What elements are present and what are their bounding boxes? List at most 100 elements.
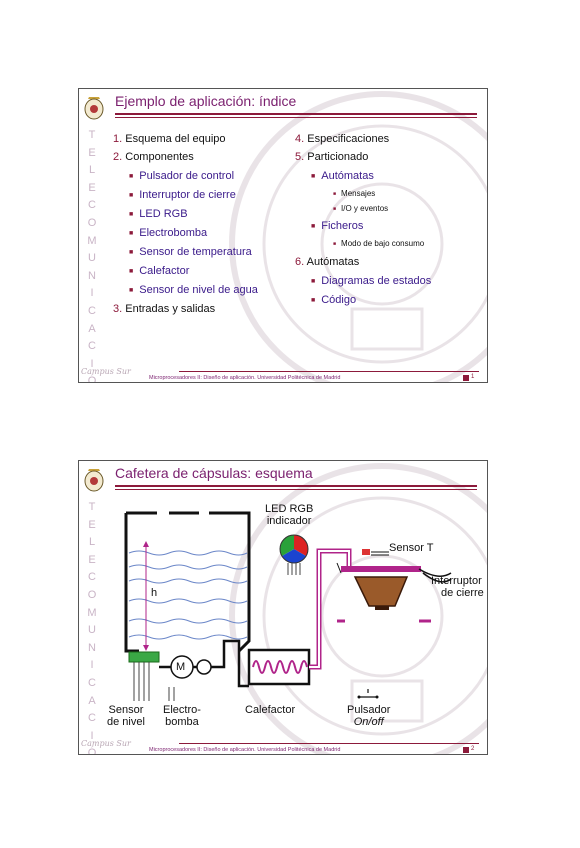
side-letter: Ó <box>87 747 97 755</box>
side-letter: C <box>88 199 96 212</box>
motor-label: M <box>176 661 186 673</box>
index-sublabel: Diagramas de estados <box>321 275 432 287</box>
index-label: Componentes <box>125 151 194 163</box>
index-subitem: ■Electrobomba <box>129 227 208 239</box>
index-sublabel: Calefactor <box>139 265 190 277</box>
index-subitem: ■Calefactor <box>129 265 190 277</box>
index-subitem: ■Interruptor de cierre <box>129 189 236 201</box>
height-label: h <box>151 587 158 599</box>
index-sublabel: Electrobomba <box>139 227 208 239</box>
index-subitem: ■LED RGB <box>129 208 188 220</box>
index-item: 3. Entradas y salidas <box>113 303 215 315</box>
level-sensor <box>128 651 160 701</box>
water-tank <box>124 511 251 653</box>
university-crest-icon <box>84 469 104 492</box>
index-label: Entradas y salidas <box>125 303 216 315</box>
side-letter: I <box>90 357 94 370</box>
side-letter: O <box>87 588 97 601</box>
slide-title: Ejemplo de aplicación: índice <box>115 93 297 109</box>
button-label-line2: On/off <box>353 716 384 728</box>
led-label-line1: LED RGB <box>265 503 314 515</box>
footer-text: Microprocesadores II: Diseño de aplicaci… <box>149 375 341 381</box>
campus-label: Campus Sur <box>81 739 131 748</box>
index-sublabel: Pulsador de control <box>139 170 235 182</box>
title-rule-thin <box>115 117 477 118</box>
rgb-led-icon <box>279 534 309 575</box>
page-marker <box>463 375 469 381</box>
side-letter: I <box>90 659 94 672</box>
campus-label: Campus Sur <box>81 367 131 376</box>
index-sublabel: LED RGB <box>139 208 188 220</box>
side-letter: C <box>88 571 96 584</box>
pump-label-line2: bomba <box>165 716 199 728</box>
side-letter: M <box>87 606 97 619</box>
page-marker <box>463 747 469 753</box>
index-number: 4. <box>295 133 305 145</box>
side-letter: T <box>88 501 96 513</box>
level-sensor-label-line1: Sensor <box>108 704 144 716</box>
index-subitem: ■Sensor de nivel de agua <box>129 284 258 296</box>
side-letter: Ó <box>87 375 97 383</box>
index-item: 1. Esquema del equipo <box>113 133 226 145</box>
index-label: Autómatas <box>306 256 360 268</box>
slide-esquema: Cafetera de cápsulas: esquema T E L E C … <box>78 460 488 755</box>
heater <box>247 648 311 686</box>
index-subsubitem: ■Mensajes <box>333 189 376 198</box>
side-letter: E <box>88 181 96 194</box>
page-number: 1 <box>471 374 475 380</box>
title-rule <box>115 485 477 487</box>
side-letter: A <box>88 322 96 335</box>
university-crest-icon <box>84 97 104 120</box>
index-label: Particionado <box>307 151 369 163</box>
side-letter: E <box>88 553 96 566</box>
side-letter: C <box>88 712 96 725</box>
index-subsublabel: Modo de bajo consumo <box>341 239 425 248</box>
button-label-line1: Pulsador <box>347 704 391 716</box>
index-sublabel: Interruptor de cierre <box>139 189 236 201</box>
index-subitem: ■Código <box>311 294 357 306</box>
heater-label: Calefactor <box>245 704 296 716</box>
coffee-machine-diagram <box>124 511 452 701</box>
index-subitem: ■Autómatas <box>311 170 374 182</box>
side-letter: L <box>88 164 96 177</box>
index-subitem: ■Sensor de temperatura <box>129 246 252 258</box>
index-subsubitem: ■I/O y eventos <box>333 204 389 213</box>
index-number: 3. <box>113 303 123 315</box>
index-sublabel: Ficheros <box>321 220 364 232</box>
index-label: Especificaciones <box>307 133 390 145</box>
pump-label: Electro- bomba <box>163 704 201 728</box>
index-item: 2. Componentes <box>113 151 194 163</box>
index-sublabel: Código <box>321 294 357 306</box>
side-letter: M <box>87 234 97 247</box>
index-number: 2. <box>113 151 123 163</box>
side-letter: I <box>90 287 94 300</box>
title-rule-thin <box>115 489 477 490</box>
index-subitem: ■Pulsador de control <box>129 170 235 182</box>
index-number: 1. <box>113 133 123 145</box>
index-sublabel: Sensor de nivel de agua <box>139 284 258 296</box>
lid-switch-label-line2: de cierre <box>441 587 484 599</box>
index-subitem: ■Ficheros <box>311 220 364 232</box>
page-number: 2 <box>471 746 475 752</box>
lid-switch-label: Interruptor de cierre <box>431 575 484 599</box>
side-letters: T E L E C O M U N I C A C I Ó N <box>85 127 99 383</box>
slide-title: Cafetera de cápsulas: esquema <box>115 465 313 481</box>
index-subitem: ■Diagramas de estados <box>311 275 432 287</box>
side-letter: E <box>88 518 96 531</box>
index-label: Esquema del equipo <box>125 133 226 145</box>
side-letter: U <box>88 624 96 637</box>
index-item: 6. Autómatas <box>295 256 359 268</box>
index-item: 4. Especificaciones <box>295 133 389 145</box>
side-letter: C <box>88 304 96 317</box>
index-item: 5. Particionado <box>295 151 368 163</box>
capsule-holder <box>336 549 452 623</box>
index-subsublabel: Mensajes <box>341 189 376 198</box>
index-sublabel: Autómatas <box>321 170 374 182</box>
index-sublabel: Sensor de temperatura <box>139 246 252 258</box>
side-letters: T E L E C O M U N I C A C I Ó N <box>85 499 99 755</box>
title-rule <box>115 113 477 115</box>
footer-text: Microprocesadores II: Diseño de aplicaci… <box>149 747 341 753</box>
side-letter: U <box>88 252 96 265</box>
index-subsublabel: I/O y eventos <box>341 204 389 213</box>
footer-rule <box>179 371 479 372</box>
